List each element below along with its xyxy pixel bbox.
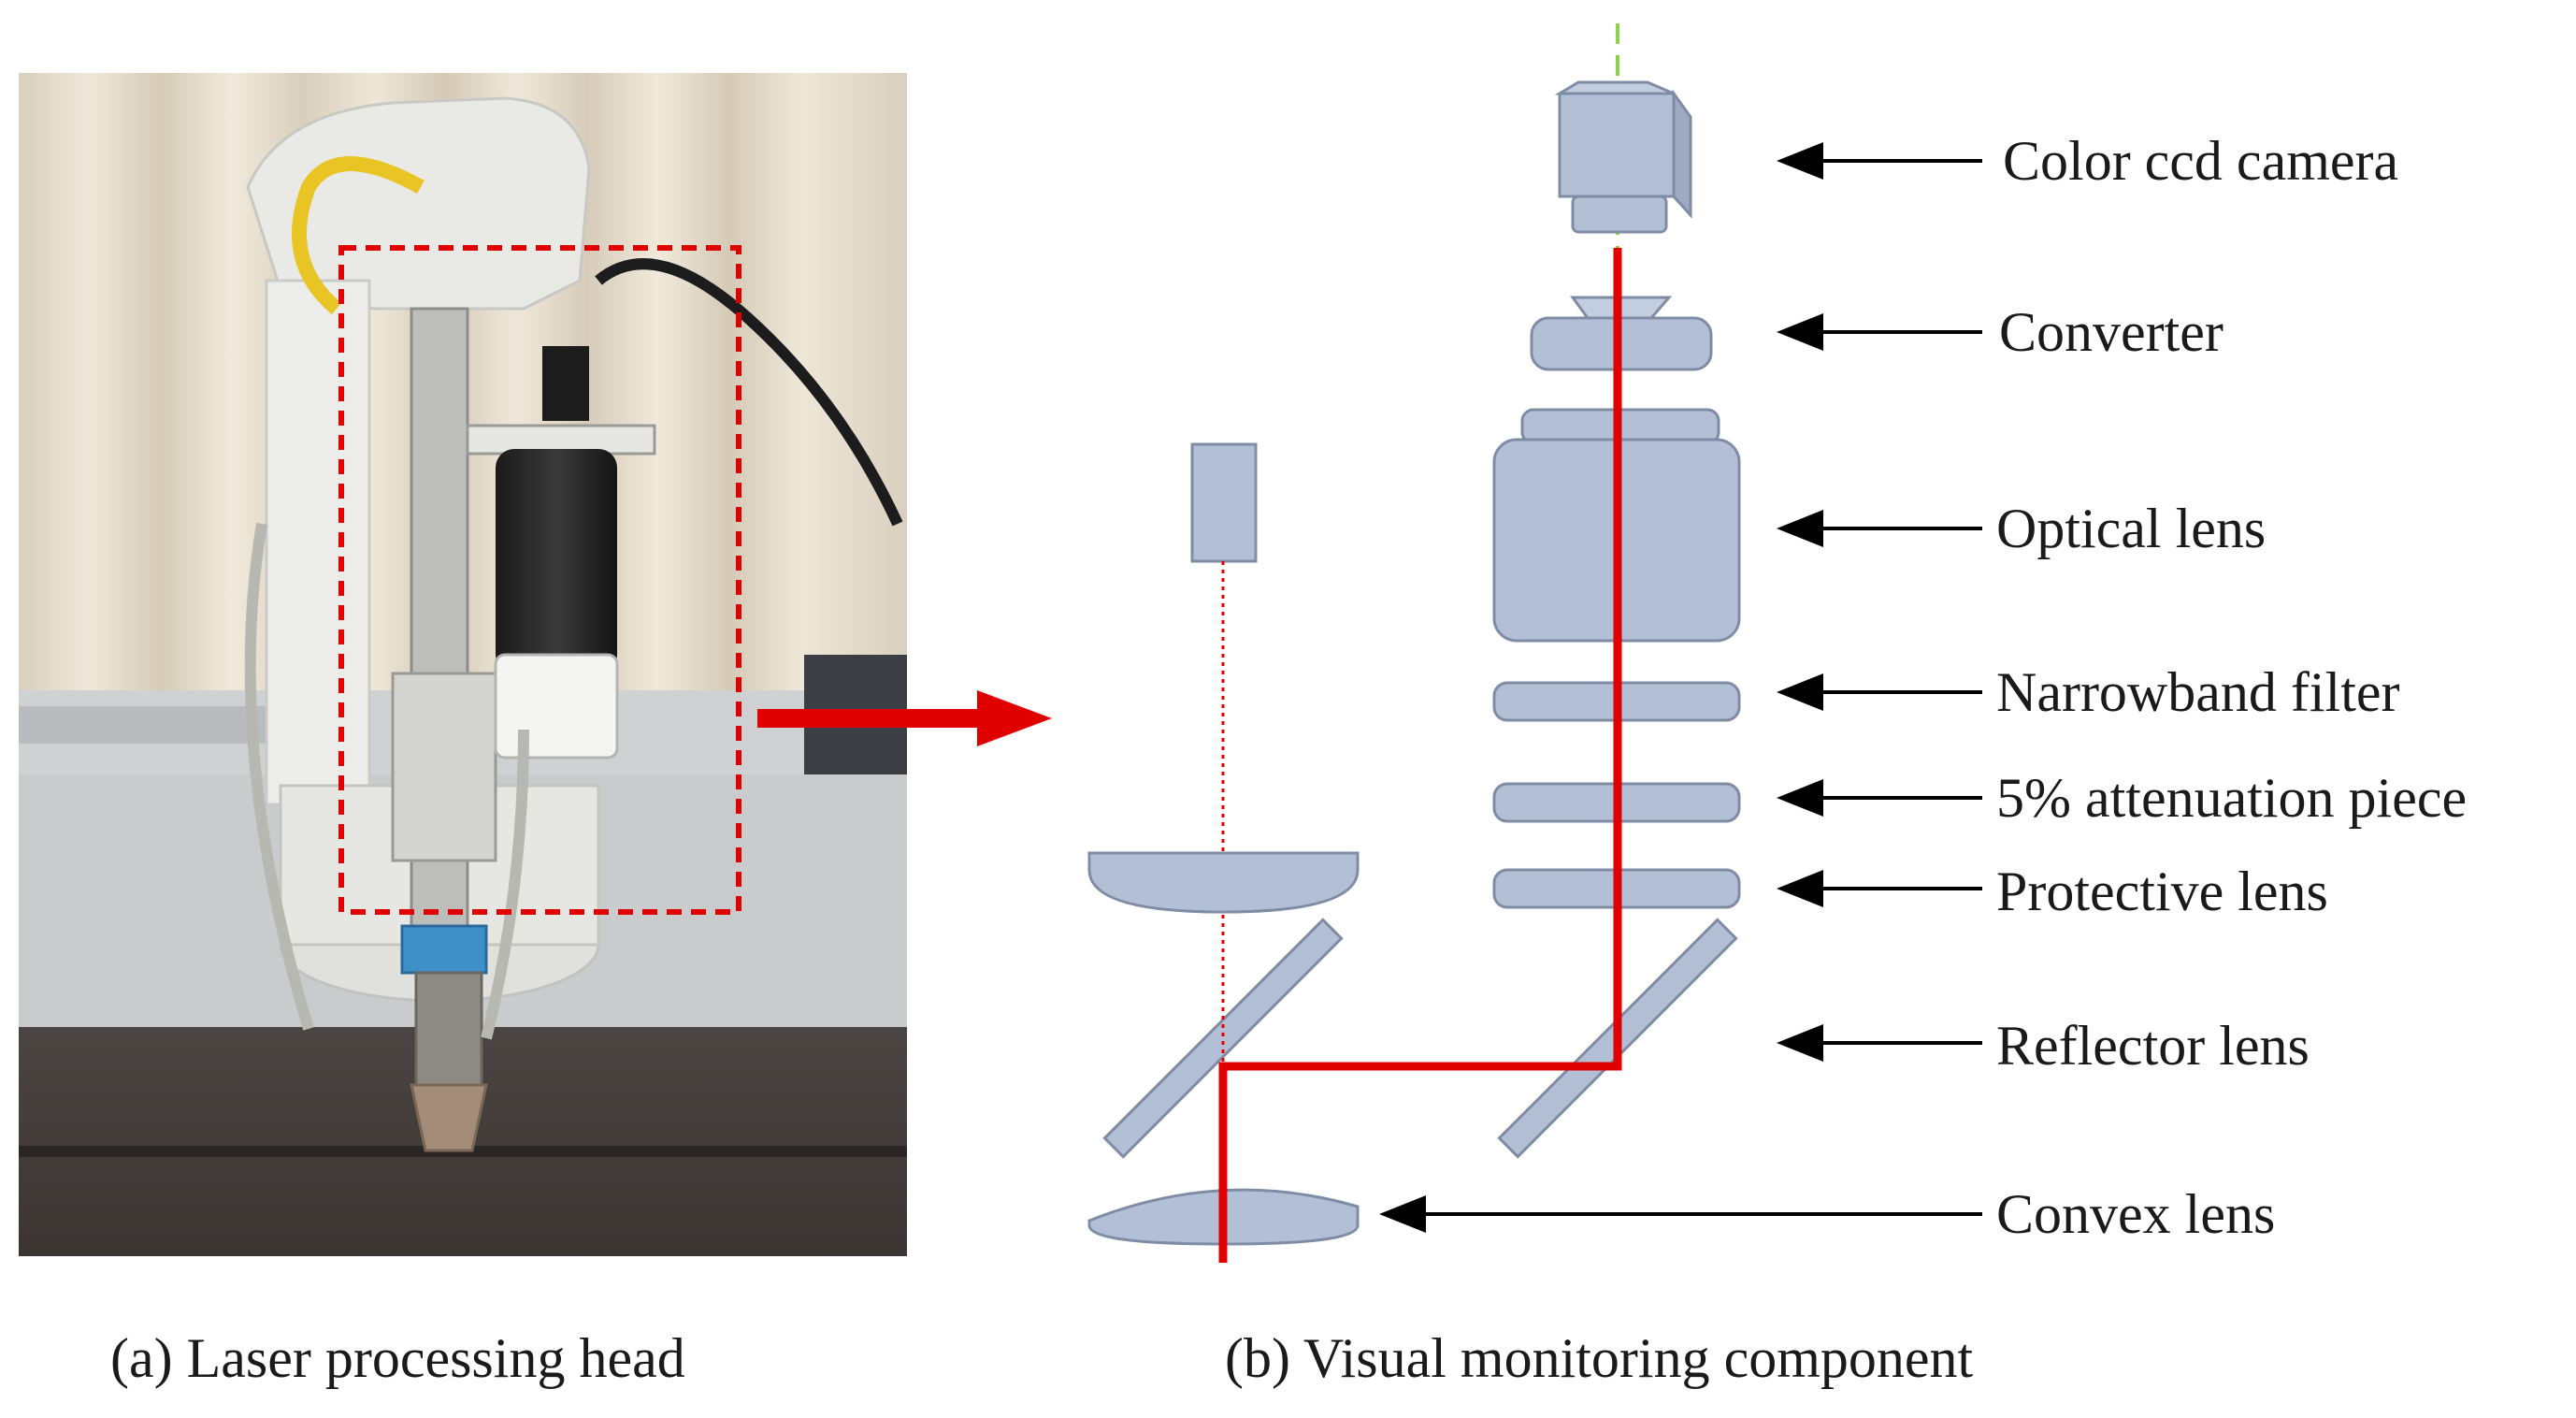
lens-white-ring <box>494 653 619 760</box>
label-reflector-lens: Reflector lens <box>1996 1015 2310 1077</box>
optical-diagram <box>1087 23 1741 1263</box>
nozzle-body <box>414 971 483 1087</box>
label-narrowband-filter: Narrowband filter <box>1996 661 2400 723</box>
processing-head-tube <box>410 307 469 965</box>
caption-panel-a: (a) Laser processing head <box>110 1327 685 1389</box>
arrow-camera <box>1777 142 1982 180</box>
side-hose-right <box>481 729 529 1040</box>
robot-column <box>265 279 371 806</box>
label-camera: Color ccd camera <box>2003 130 2398 192</box>
arrow-convex-lens <box>1379 1195 1982 1233</box>
robot-arm <box>246 96 591 311</box>
arrow-attenuation-piece <box>1777 779 1982 817</box>
panel-link-arrow <box>757 690 1052 746</box>
ccd-camera-shape <box>1554 80 1692 234</box>
upper-left-lens-shape <box>1087 851 1360 914</box>
label-converter: Converter <box>1999 301 2223 363</box>
arrow-converter <box>1777 313 1982 351</box>
blue-connector <box>400 924 488 975</box>
label-arrows <box>1379 142 1982 1233</box>
arrow-protective-lens <box>1777 870 1982 907</box>
highlight-box <box>338 245 741 915</box>
sensor-block <box>1190 442 1258 563</box>
side-hose <box>244 523 314 1031</box>
processing-head-body <box>391 672 497 862</box>
camera-lens-photo <box>496 449 617 673</box>
nozzle-tip <box>410 1083 488 1152</box>
label-attenuation-piece: 5% attenuation piece <box>1996 767 2467 829</box>
caption-panel-b: (b) Visual monitoring component <box>1225 1327 1974 1389</box>
laser-beam <box>1218 248 1622 1263</box>
laser-head-photo <box>19 73 907 1256</box>
arrow-reflector-lens <box>1777 1024 1982 1062</box>
arrow-narrowband-filter <box>1777 673 1982 711</box>
label-protective-lens: Protective lens <box>1996 861 2328 922</box>
arrow-optical-lens <box>1777 510 1982 547</box>
ccd-camera-photo <box>542 346 589 421</box>
reflector-left-shape <box>1102 918 1344 1159</box>
label-optical-lens: Optical lens <box>1996 498 2266 559</box>
yellow-cable <box>292 156 425 315</box>
black-cable <box>595 258 903 527</box>
label-convex-lens: Convex lens <box>1996 1183 2275 1245</box>
